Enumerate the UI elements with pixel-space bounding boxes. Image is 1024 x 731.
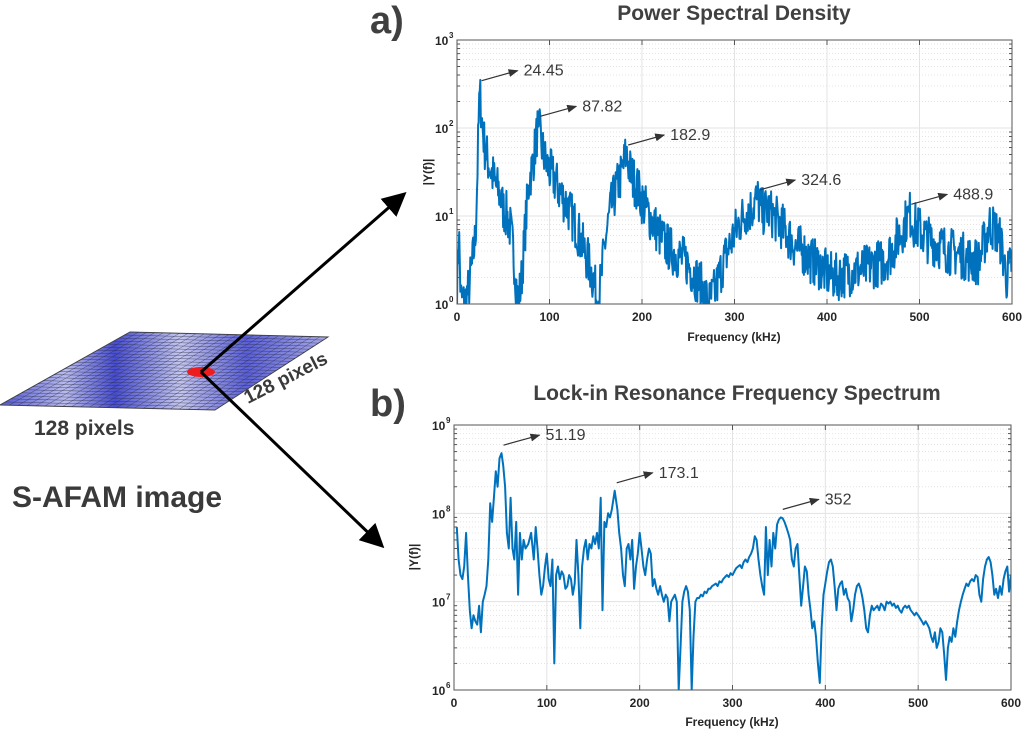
y-tick-exponent: 3 [449, 31, 454, 40]
x-tick-label: 100 [537, 696, 557, 710]
x-tick-label: 600 [1002, 310, 1022, 324]
arrow-to-lockin [199, 370, 385, 549]
series-line-b [455, 452, 1011, 690]
mesh-line [119, 337, 319, 344]
y-tick-exponent: 8 [446, 504, 451, 513]
peak-annotation-arrow [540, 104, 578, 117]
panel-letter-b: b) [370, 383, 406, 425]
arrow-to-psd [200, 192, 407, 374]
x-tick-label: 200 [630, 696, 650, 710]
y-tick-exponent: 0 [449, 295, 454, 304]
peak-annotation-label: 87.82 [582, 98, 622, 115]
peak-annotation-label: 488.9 [953, 186, 993, 203]
x-tick-label: 0 [454, 310, 461, 324]
peak-annotation-arrow [782, 497, 820, 510]
y-tick-label: 10 [432, 419, 446, 433]
mesh-line [108, 343, 310, 350]
x-tick-label: 0 [451, 696, 458, 710]
mesh-line [113, 340, 314, 347]
mesh-line [214, 336, 329, 411]
y-tick-label: 10 [435, 34, 449, 48]
y-tick-exponent: 9 [446, 416, 451, 425]
x-tick-label: 200 [632, 310, 652, 324]
y-tick-exponent: 6 [446, 681, 451, 690]
x-tick-label: 500 [909, 310, 929, 324]
peak-annotation-label: 51.19 [546, 427, 586, 444]
annotations-b: 51.19 173.1 352 [503, 427, 852, 510]
series-line-a [457, 78, 1012, 304]
y-axis-label-a: |Y(f)| [421, 159, 435, 186]
mesh-line [124, 334, 324, 341]
plot-frame-a [456, 39, 1013, 305]
y-tick-label: 10 [435, 210, 449, 224]
x-tick-label: 500 [908, 696, 928, 710]
image-caption: S-AFAM image [12, 481, 222, 514]
safam-image-mesh [0, 331, 329, 411]
peak-annotation-arrow [481, 69, 519, 82]
y-tick-label: 10 [432, 596, 446, 610]
width-label: 128 pixels [34, 417, 134, 440]
peak-annotation-arrow [911, 192, 949, 205]
peak-annotation-arrow [759, 178, 797, 191]
chart-title-b: Lock-in Resonance Frequency Spectrum [533, 382, 940, 405]
mesh-line [129, 331, 329, 338]
y-tick-exponent: 7 [446, 593, 451, 602]
peak-annotation-arrow [616, 471, 654, 484]
x-tick-label: 300 [722, 696, 742, 710]
peak-annotation-label: 324.6 [801, 172, 841, 189]
mesh-line [196, 336, 312, 410]
y-tick-label: 10 [432, 684, 446, 698]
y-tick-label: 10 [432, 507, 446, 521]
x-tick-label: 300 [724, 310, 744, 324]
y-tick-exponent: 1 [449, 207, 454, 216]
y-tick-label: 10 [435, 298, 449, 312]
peak-annotation-arrow [503, 433, 541, 446]
y-axis-label-b: |Y(f)| [407, 544, 421, 571]
x-axis-label-b: Frequency (kHz) [685, 715, 778, 729]
chart-panel-b: b) Lock-in Resonance Frequency Spectrum … [370, 382, 1021, 729]
x-tick-label: 100 [539, 310, 559, 324]
annotations-a: 24.45 87.82 182.9 324.6 488.9 [481, 63, 993, 205]
panel-letter-a: a) [370, 0, 404, 42]
mesh-line [205, 336, 320, 411]
chart-title-a: Power Spectral Density [617, 2, 851, 25]
peak-annotation-label: 352 [825, 491, 852, 508]
y-tick-label: 10 [435, 122, 449, 136]
x-axis-label-a: Frequency (kHz) [687, 330, 780, 344]
peak-annotation-arrow [628, 133, 666, 146]
x-tick-label: 400 [817, 310, 837, 324]
x-tick-label: 400 [815, 696, 835, 710]
plot-frame-b [453, 424, 1012, 691]
x-tick-label: 600 [1001, 696, 1021, 710]
peak-annotation-label: 173.1 [659, 465, 699, 482]
mesh-line [187, 336, 304, 410]
peak-annotation-label: 182.9 [670, 127, 710, 144]
peak-annotation-label: 24.45 [524, 63, 564, 80]
y-tick-exponent: 2 [449, 119, 454, 128]
safam-image [0, 331, 330, 411]
